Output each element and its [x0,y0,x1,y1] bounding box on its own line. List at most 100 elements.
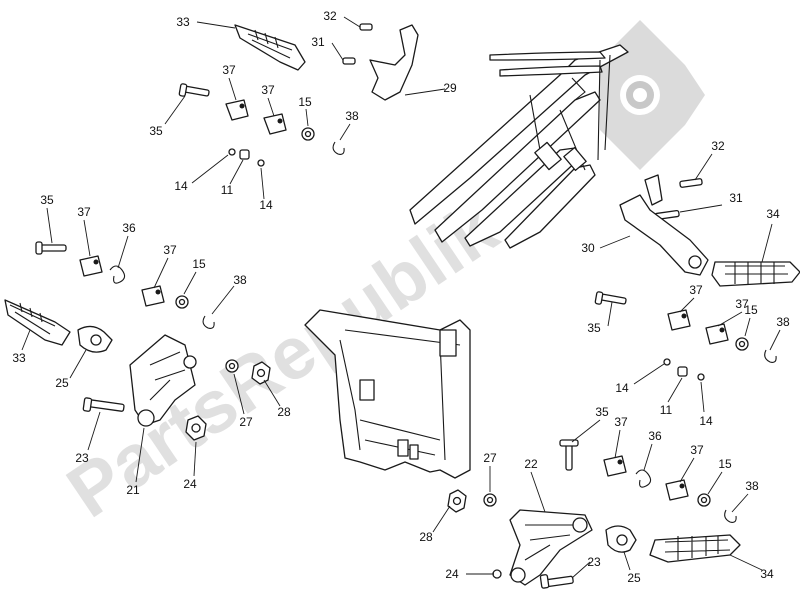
callout-number-c32b: 32 [711,139,725,153]
callout-number-c37b: 37 [261,83,275,97]
callout-number-c14b: 14 [259,198,273,212]
leader-line-c27a [233,373,245,415]
callout-number-c34a: 34 [766,207,780,221]
callout-number-c14d: 14 [699,414,713,428]
callout-number-c15a: 15 [298,95,312,109]
leader-line-c14a [191,154,229,184]
footpeg-bracket [619,194,709,276]
callout-number-c11a: 11 [221,183,234,197]
callout-number-c14c: 14 [615,381,629,395]
leader-line-c14b [260,167,265,200]
leader-line-c28a [263,379,281,407]
leader-line-c34b [729,554,763,571]
leader-line-c11b [667,377,683,403]
callout-number-c37a: 37 [222,63,236,77]
callout-number-c15b: 15 [192,257,206,271]
leader-line-c22 [530,471,546,513]
callout-number-c21: 21 [126,483,140,497]
callout-number-c27b: 27 [483,451,497,465]
gear-icon [600,20,705,170]
callout-number-c24b: 24 [445,567,459,581]
leader-line-c32b [694,153,713,181]
leader-line-c37e [679,297,695,313]
callout-number-c35d: 35 [595,405,609,419]
callout-number-c25b: 25 [627,571,641,585]
footpeg [234,24,306,71]
callout-number-c36b: 36 [648,429,662,443]
clip [225,99,249,121]
leader-line-c14c [633,363,665,385]
callout-number-c37c: 37 [77,205,91,219]
leader-line-c21 [135,427,145,483]
callout-number-c14a: 14 [174,179,188,193]
footrest-hanger [509,509,593,586]
leader-line-c31b [679,204,723,213]
leader-line-c15b [183,271,197,295]
right-upper-assembly [594,174,800,381]
callout-number-c33a: 33 [176,15,190,29]
leader-line-c36b [643,443,653,471]
leader-line-c35a [164,95,186,125]
callout-number-c32a: 32 [323,9,337,23]
leader-line-c33b [21,329,31,351]
callout-number-c37h: 37 [690,443,704,457]
leader-line-c15d [707,471,723,495]
leader-line-c37g [614,429,621,459]
leader-line-c25a [69,349,87,379]
callout-number-c23a: 23 [75,451,89,465]
leader-line-c37c [83,219,91,257]
callout-number-c35a: 35 [149,124,163,138]
callout-number-c35b: 35 [40,193,54,207]
leader-line-c23b [571,561,591,579]
callout-number-c28a: 28 [277,405,291,419]
callout-number-c38d: 38 [745,479,759,493]
leader-line-c38b [211,285,235,315]
callout-number-c27a: 27 [239,415,253,429]
callout-number-c37g: 37 [614,415,628,429]
leader-line-c28b [432,505,451,533]
callout-number-c37f: 37 [735,297,749,311]
leader-line-c37h [679,457,695,483]
leader-line-c37a [228,77,237,101]
leader-line-c36a [117,235,129,269]
callout-number-c29: 29 [443,81,457,95]
leader-line-c15a [305,108,309,127]
right-lower-assembly [447,439,741,589]
callout-number-c22: 22 [524,457,538,471]
leader-line-c35d [571,419,601,443]
leader-line-c37f [717,311,743,327]
leader-line-c14d [700,381,705,413]
callout-number-c37e: 37 [689,283,703,297]
callout-number-c15c: 15 [744,303,758,317]
leader-line-c38c [769,329,781,351]
callout-number-c31b: 31 [729,191,743,205]
leader-line-c35c [607,301,613,327]
callout-number-c23b: 23 [587,555,601,569]
leader-line-c11a [229,159,244,185]
leader-line-c37d [153,257,169,289]
leader-line-c25b [623,551,631,571]
leader-line-c24a [193,441,197,477]
left-assembly [4,241,271,441]
callout-number-c33b: 33 [12,351,26,365]
leader-line-c38d [731,493,749,513]
footpeg [649,534,741,563]
callout-number-c11b: 11 [660,403,673,417]
callout-number-c38c: 38 [776,315,790,329]
callout-number-c38b: 38 [233,273,247,287]
callout-number-c24a: 24 [183,477,197,491]
callout-number-c30: 30 [581,241,595,255]
leader-line-c35b [46,207,53,244]
rear-subframe [409,44,629,249]
leader-line-c15c [744,317,751,337]
leader-line-c29 [404,88,446,96]
leader-line-c23a [87,411,101,451]
leader-line-c31a [331,42,344,61]
callout-number-c36a: 36 [122,221,136,235]
leader-line-c33a [196,21,236,29]
leader-line-c30 [599,235,631,249]
leader-line-c38a [339,123,351,141]
callout-number-c38a: 38 [345,109,359,123]
